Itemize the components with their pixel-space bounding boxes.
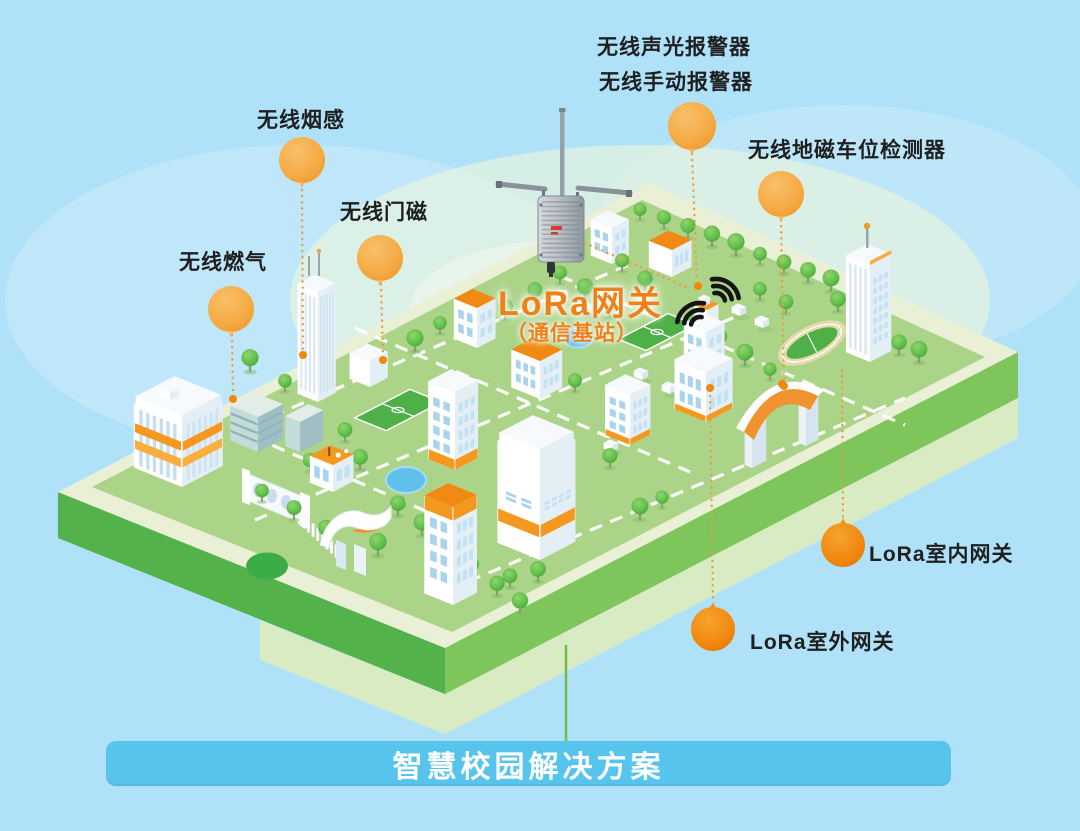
title-banner-text: 智慧校园解决方案 [392,750,665,784]
building-arch-gate [736,380,824,468]
leader-line-gateway-link [583,241,688,289]
building-ribbon-sculpture [319,504,392,576]
leader-line-gas [230,333,235,398]
leader-line-geomagnetic [779,218,786,384]
balloon-smoke [279,137,325,188]
building-school-mid [453,289,496,348]
label-wireless-smoke-sensor: 无线烟感 [257,109,345,132]
balloon-gas [208,286,254,337]
wifi-signal-icon [709,276,741,303]
building-block-12 [605,374,651,445]
leader-line-indoor-gateway [840,368,845,522]
balloon-indoor-gateway [821,518,865,567]
building-teal-block [230,392,324,452]
leader-line-outdoor-gateway [708,388,715,604]
green-spot [246,552,288,580]
stadium [778,320,846,366]
leader-line-door [379,282,385,359]
overlay-markers [208,102,865,651]
building-striped-left [133,376,223,487]
label-lora-gateway-title: LoRa网关 [498,285,663,323]
balloon-geomagnetic [758,171,804,222]
balloon-door [357,235,403,286]
leader-line-smoke [300,188,305,354]
label-lora-indoor-gateway: LoRa室内网关 [869,543,1014,566]
building-pavilion-deck [309,445,354,492]
balloon-alarm [668,102,716,155]
label-wireless-sound-light-alarm: 无线声光报警器 [597,36,751,59]
label-lora-gateway-subtitle: （通信基站） [506,322,638,345]
label-wireless-gas-sensor: 无线燃气 [179,251,267,274]
antenna-device-icon [495,108,633,277]
building-tower-right [845,222,892,362]
campus-buildings-and-trees [133,202,928,617]
label-lora-outdoor-gateway: LoRa室外网关 [750,631,895,654]
building-wifi-tower-base [674,345,733,422]
label-wireless-geomagnetic-parking-detector: 无线地磁车位检测器 [748,139,946,162]
campus-platform [58,183,1018,750]
pond [562,327,594,349]
building-pavilion-top [648,230,692,277]
pond [385,466,427,494]
building-school-center [511,337,563,399]
building-tower-left [297,248,336,402]
label-wireless-manual-alarm: 无线手动报警器 [599,71,753,94]
balloon-outdoor-gateway [691,602,735,651]
title-banner: 智慧校园解决方案 [106,741,951,786]
label-wireless-door-magnet: 无线门磁 [340,201,428,224]
building-slab-big [497,415,576,560]
building-white-cube [349,343,388,387]
building-tower-orange-base [428,369,479,470]
building-tower-center [424,483,477,605]
wifi-signal-icon [675,300,707,327]
